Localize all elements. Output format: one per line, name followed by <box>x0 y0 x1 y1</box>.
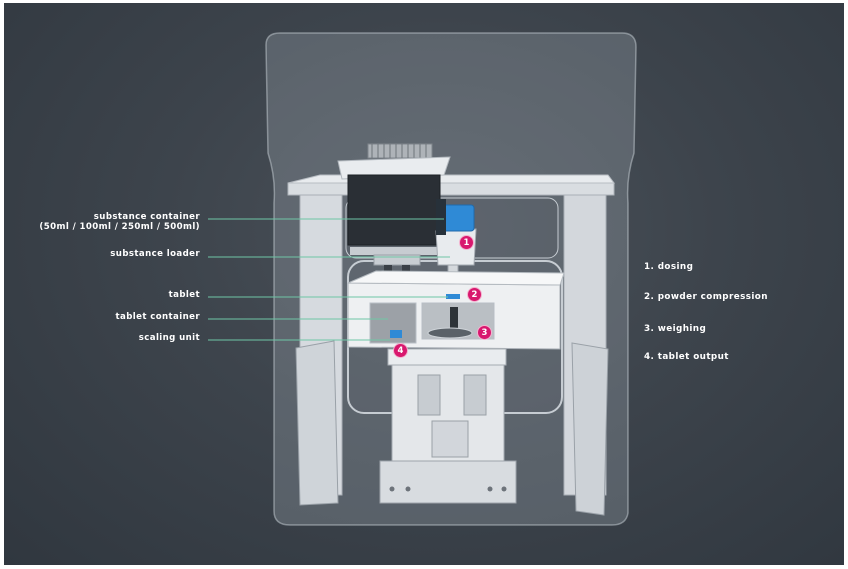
marker-4-output: 4 <box>393 343 408 358</box>
callout-substance-container-sizes: (50ml / 100ml / 250ml / 500ml) <box>39 222 200 232</box>
callout-substance-loader: substance loader <box>110 249 200 259</box>
callout-tablet: tablet <box>168 290 200 300</box>
callout-substance-container: substance container (50ml / 100ml / 250m… <box>39 212 200 232</box>
leader-lines <box>208 218 450 341</box>
top-plate <box>287 182 615 196</box>
callout-tablet-container: tablet container <box>115 312 200 322</box>
legend-item-dosing: 1. dosing <box>644 262 694 272</box>
base-plate <box>379 460 517 504</box>
marker-3-weighing: 3 <box>477 325 492 340</box>
machine-illustration <box>208 32 637 526</box>
callout-scaling-unit: scaling unit <box>138 333 200 343</box>
marker-1-dosing: 1 <box>459 235 474 250</box>
legend-item-powder-compression: 2. powder compression <box>644 292 768 302</box>
diagram-canvas: substance container (50ml / 100ml / 250m… <box>4 3 844 565</box>
side-wall-right <box>571 342 609 516</box>
blue-dosing-cap-icon <box>441 204 475 232</box>
weighing-plate <box>427 327 473 339</box>
legend-item-weighing: 3. weighing <box>644 324 707 334</box>
motor-block <box>347 174 441 246</box>
marker-2-compression: 2 <box>467 287 482 302</box>
callout-substance-container-title: substance container <box>93 212 200 222</box>
side-wall-left <box>295 340 339 506</box>
legend-item-tablet-output: 4. tablet output <box>644 352 729 362</box>
